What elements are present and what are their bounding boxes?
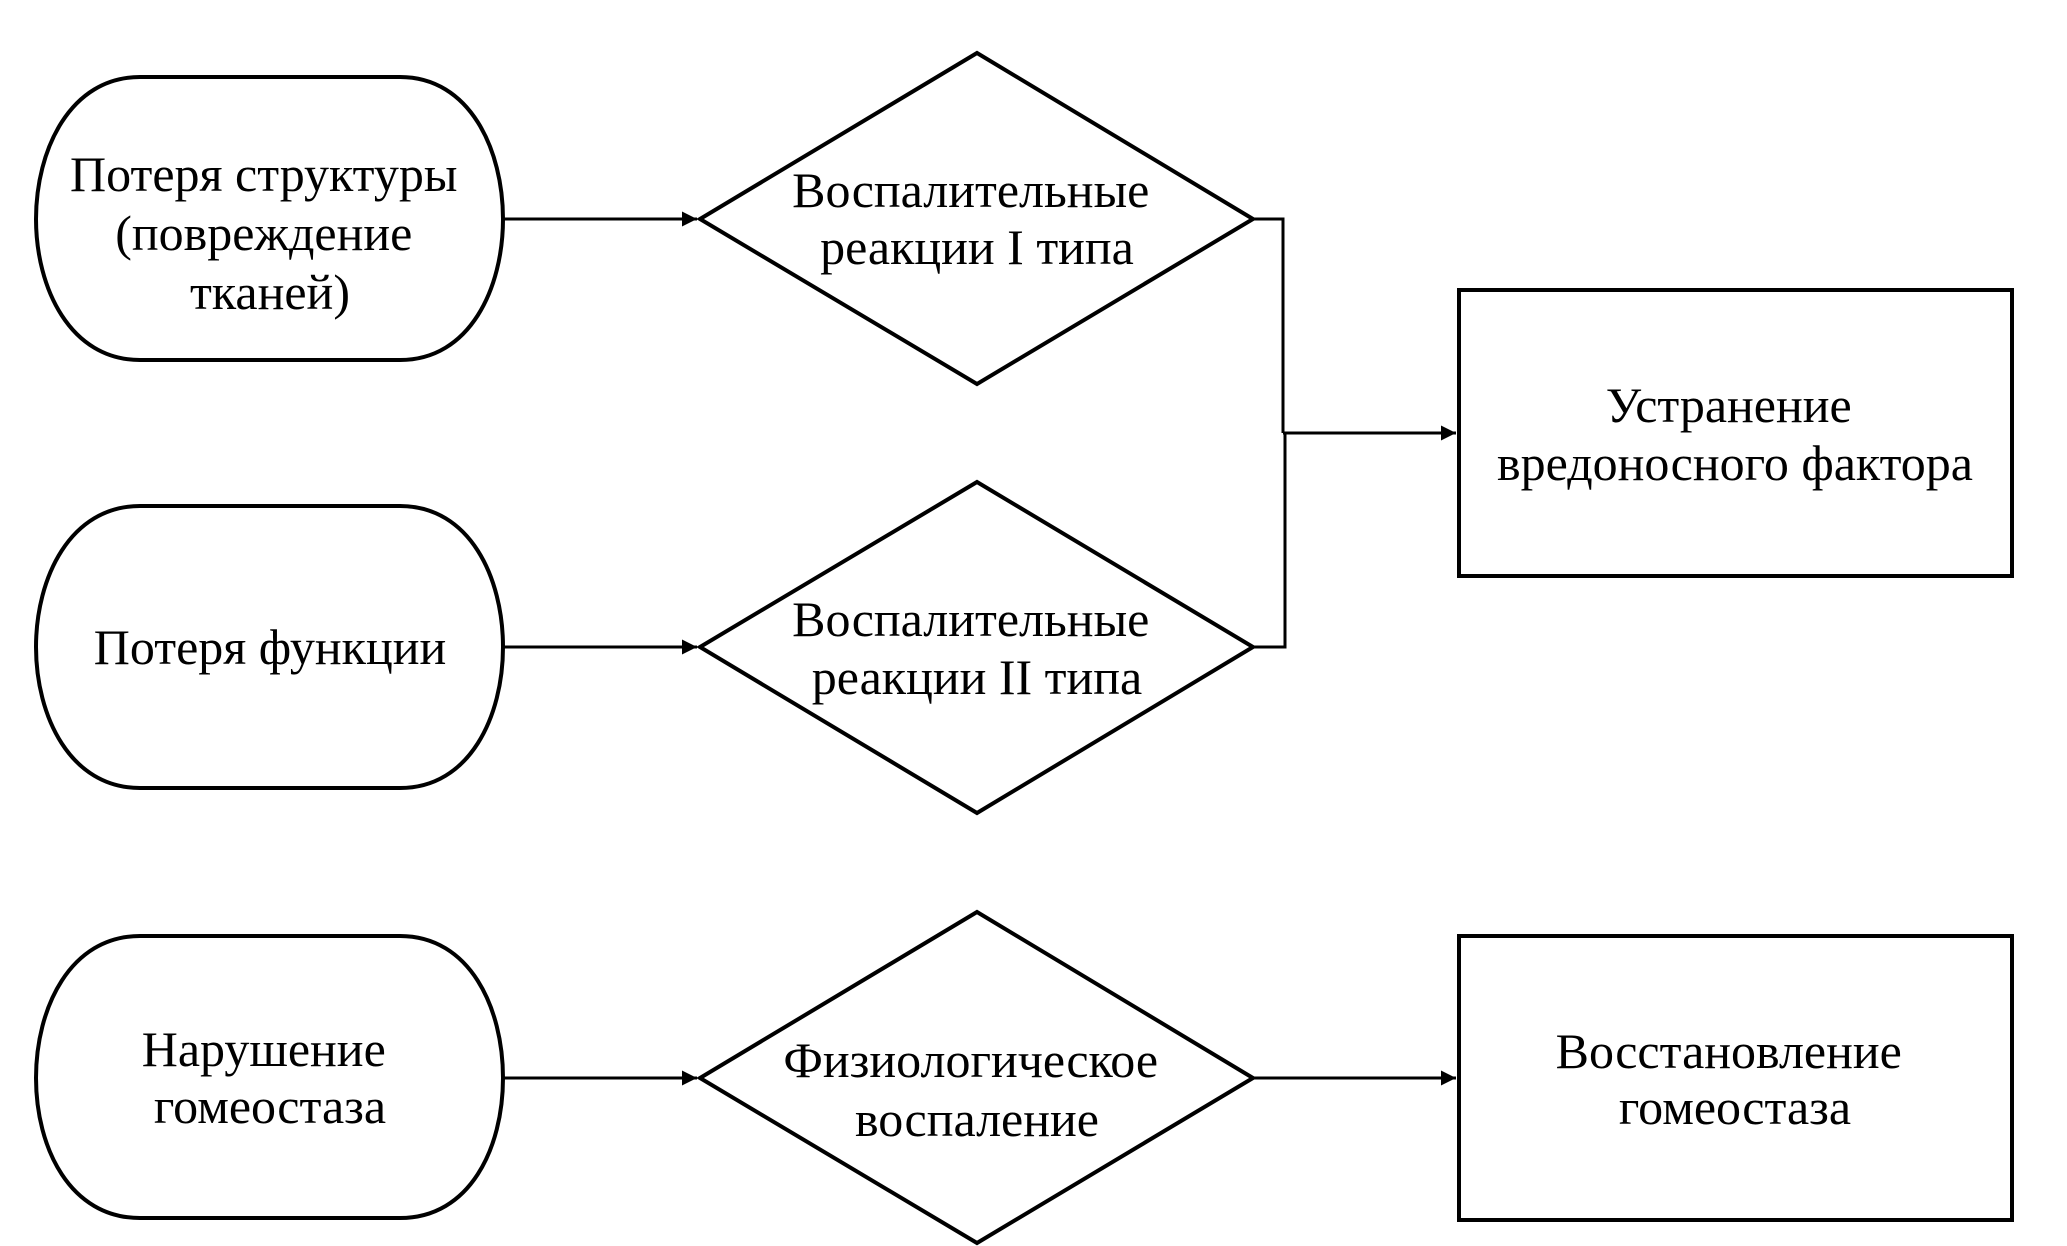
node-homeostasis-restoration: Восстановление гомеостаза bbox=[1457, 934, 2014, 1222]
label-line: Воспалительные bbox=[792, 162, 1149, 218]
node-physiological-inflammation: Физиологическое воспаление bbox=[696, 909, 1257, 1246]
edge-type1-to-junction bbox=[1253, 217, 1285, 433]
node-label: Устранение вредоносного фактора bbox=[1497, 377, 1973, 491]
process-shape bbox=[1457, 288, 2014, 578]
label-line: Устранение bbox=[1606, 377, 1852, 433]
node-inflammation-type2: Воспалительные реакции II типа bbox=[696, 479, 1257, 816]
connectors bbox=[503, 211, 1456, 1086]
terminator-shape bbox=[33, 934, 506, 1220]
node-structure-loss: Потеря структуры (повреждение тканей) bbox=[33, 75, 506, 362]
label-line: Потеря структуры bbox=[70, 146, 457, 202]
node-label: Воспалительные реакции II типа bbox=[792, 591, 1162, 705]
process-shape bbox=[1457, 934, 2014, 1222]
label-line: Восстановление bbox=[1556, 1023, 1902, 1079]
node-function-loss: Потеря функции bbox=[33, 504, 506, 790]
label-line: реакции I типа bbox=[820, 219, 1134, 275]
node-label: Воспалительные реакции I типа bbox=[792, 162, 1162, 275]
label-line: воспаление bbox=[855, 1091, 1099, 1147]
terminator-shape bbox=[33, 75, 506, 362]
decision-shape bbox=[696, 479, 1257, 816]
label-line: Нарушение bbox=[142, 1021, 386, 1077]
label-line: Потеря функции bbox=[94, 619, 446, 675]
node-homeostasis-disruption: Нарушение гомеостаза bbox=[33, 934, 506, 1220]
decision-shape bbox=[696, 909, 1257, 1246]
node-label: Нарушение гомеостаза bbox=[142, 1021, 399, 1134]
label-line: (повреждение bbox=[115, 205, 412, 261]
label-line: реакции II типа bbox=[812, 649, 1142, 705]
node-harmful-factor-elimination: Устранение вредоносного фактора bbox=[1457, 288, 2014, 578]
label-line: гомеостаза bbox=[1619, 1079, 1851, 1135]
terminator-shape bbox=[33, 504, 506, 790]
node-inflammation-type1: Воспалительные реакции I типа bbox=[696, 50, 1257, 387]
node-label: Потеря структуры (повреждение тканей) bbox=[70, 146, 470, 320]
edge-type2-to-junction bbox=[1253, 433, 1287, 649]
label-line: тканей) bbox=[190, 264, 350, 320]
decision-shape bbox=[696, 50, 1257, 387]
label-line: вредоносного фактора bbox=[1497, 435, 1973, 491]
node-label: Потеря функции bbox=[94, 619, 446, 675]
label-line: Физиологическое bbox=[783, 1032, 1158, 1088]
node-label: Физиологическое воспаление bbox=[783, 1032, 1170, 1147]
label-line: гомеостаза bbox=[154, 1078, 386, 1134]
node-label: Восстановление гомеостаза bbox=[1556, 1023, 1915, 1135]
label-line: Воспалительные bbox=[792, 591, 1149, 647]
